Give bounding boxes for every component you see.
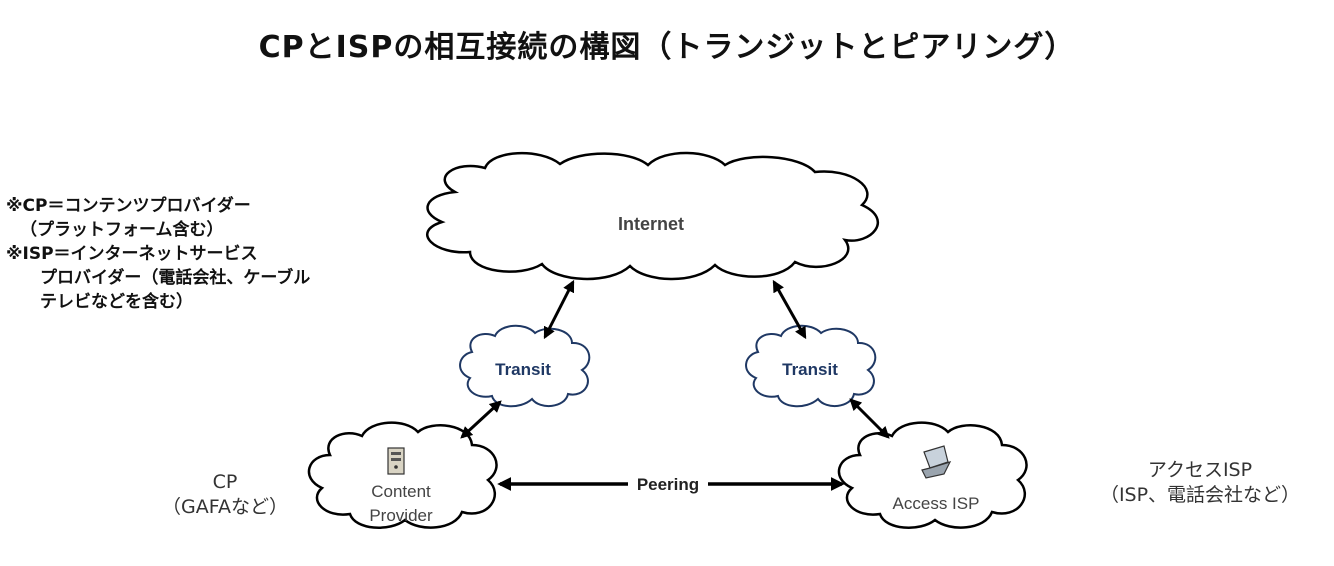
- content-provider-label-1: Content: [371, 482, 431, 501]
- server-icon: [387, 447, 405, 475]
- transit-left-label: Transit: [495, 360, 551, 379]
- transit-left-cloud: Transit: [459, 324, 591, 408]
- content-provider-label-2: Provider: [369, 506, 433, 525]
- transit-right-cloud: Transit: [745, 324, 877, 408]
- cp-description-line2: （GAFAなど）: [162, 496, 288, 518]
- abbreviation-notes: ※CP＝コンテンツプロバイダー （プラットフォーム含む） ※ISP＝インターネッ…: [6, 194, 310, 314]
- internet-cloud: Internet: [426, 151, 879, 281]
- isp-description-line2: （ISP、電話会社など）: [1099, 484, 1301, 506]
- note-isp: ※ISP＝インターネットサービス: [6, 244, 258, 264]
- access-isp-cloud: Access ISP: [837, 421, 1028, 529]
- note-isp-detail-2: テレビなどを含む）: [40, 292, 193, 312]
- isp-description-line1: アクセスISP: [1147, 459, 1253, 481]
- access-isp-transit-arrow: [849, 398, 890, 439]
- access-isp-label: Access ISP: [893, 494, 980, 513]
- diagram-title: CPとISPの相互接続の構図（トランジットとピアリング）: [258, 30, 1076, 65]
- transit-right-internet-arrow: [772, 279, 807, 340]
- content-provider-cloud: Content Provider: [307, 421, 498, 529]
- laptop-icon: [921, 445, 952, 479]
- transit-left-internet-arrow: [543, 279, 575, 340]
- content-provider-transit-arrow: [460, 400, 502, 439]
- note-cp: ※CP＝コンテンツプロバイダー: [6, 196, 251, 216]
- cp-description: CP （GAFAなど）: [140, 470, 310, 520]
- internet-label: Internet: [618, 214, 684, 234]
- peering-label: Peering: [637, 475, 699, 494]
- peering-label-bg: [628, 472, 708, 494]
- note-isp-detail-1: プロバイダー（電話会社、ケーブル: [40, 268, 311, 288]
- transit-right-label: Transit: [782, 360, 838, 379]
- note-cp-detail: （プラットフォーム含む）: [20, 220, 224, 240]
- isp-description: アクセスISP （ISP、電話会社など）: [1070, 458, 1330, 508]
- cp-description-line1: CP: [212, 471, 238, 493]
